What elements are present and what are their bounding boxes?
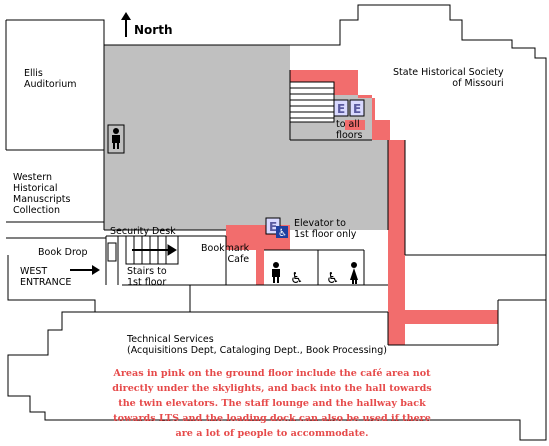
west-entrance-label: WEST ENTRANCE (20, 266, 72, 288)
stairs-icon (289, 81, 335, 123)
security-desk-label: Security Desk (110, 226, 176, 237)
restroom-man-icon (112, 128, 120, 149)
wheelchair-icon: ♿ (326, 269, 339, 287)
svg-text:♿: ♿ (326, 269, 339, 287)
west-entrance-arrow-icon (70, 265, 100, 275)
svg-text:E: E (269, 220, 277, 234)
technical-services-label: Technical Services (Acquisitions Dept, C… (127, 334, 387, 356)
state-historical-society-label: State Historical Society of Missouri (393, 67, 504, 89)
svg-text:E: E (337, 102, 345, 116)
north-label: North (134, 23, 173, 37)
stairs-label: Stairs to 1st floor (127, 266, 167, 288)
elevator-label: Elevator to 1st floor only (294, 218, 357, 240)
restroom-man-icon (272, 262, 280, 283)
svg-text:E: E (353, 102, 361, 116)
ellis-auditorium-label: Ellis Auditorium (24, 68, 77, 90)
restroom-door (107, 124, 125, 154)
bookmark-cafe-label: Bookmark Cafe (201, 243, 250, 265)
restroom-woman-icon (350, 262, 358, 284)
book-drop-box (107, 242, 117, 262)
wheelchair-icon: ♿ (290, 269, 303, 287)
western-historical-label: Western Historical Manuscripts Collectio… (13, 172, 71, 216)
pink-areas-note: Areas in pink on the ground floor includ… (112, 368, 432, 439)
elevator-1st-floor-icon: E ♿ (265, 217, 288, 239)
svg-text:♿: ♿ (290, 269, 303, 287)
to-all-floors-label: to all floors (336, 119, 363, 141)
elevator-icon: E E (333, 99, 365, 117)
walls (5, 4, 547, 441)
north-arrow-icon (121, 12, 131, 37)
stairs-to-1st-floor-icon (125, 235, 179, 265)
svg-text:♿: ♿ (278, 228, 287, 239)
book-drop-label: Book Drop (38, 247, 88, 258)
